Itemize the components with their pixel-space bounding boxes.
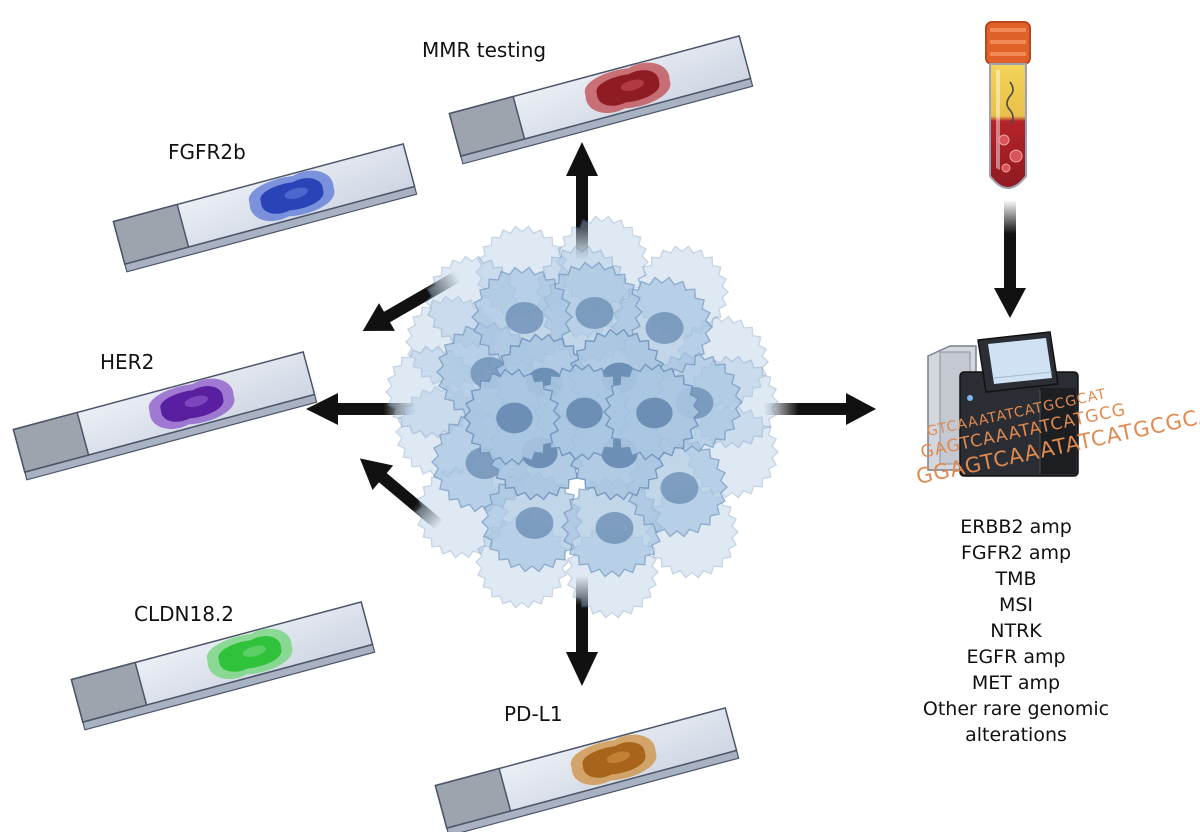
cell-nucleus [505, 302, 544, 334]
slide-fgfr2b [112, 143, 418, 273]
cell-nucleus [515, 507, 554, 539]
stain-highlight [284, 187, 308, 200]
alteration-item: alterations [965, 724, 1067, 746]
alteration-item: TMB [995, 568, 1037, 590]
tumor-cell-cluster [385, 215, 779, 619]
tumor-cell [602, 363, 702, 461]
alteration-item: ERBB2 amp [960, 516, 1072, 538]
blood-tube-icon [985, 21, 1031, 189]
slide-cldn [70, 601, 376, 731]
stain-highlight [242, 645, 266, 658]
arrow-to-mmr [566, 142, 598, 260]
sequencer-icon [927, 331, 1079, 477]
arrow-to-pdl1 [566, 576, 598, 686]
slide-frosted-end [112, 203, 190, 265]
cell-nucleus [660, 472, 699, 504]
slide-frosted-end [12, 411, 90, 473]
alteration-item: MET amp [971, 672, 1061, 694]
arrow-to-her2 [306, 393, 416, 425]
arrow-to-fgfr2b [362, 270, 462, 331]
arrow-to-cldn-shaft [359, 458, 444, 530]
arrows-group [306, 142, 1026, 686]
slide-label-mmr: MMR testing [422, 38, 547, 62]
alteration-item: EGFR amp [966, 646, 1066, 668]
slide-frosted-end [448, 95, 526, 157]
arrow-to-sequencer [764, 393, 876, 425]
slide-mmr [448, 35, 754, 165]
slide-label-fgfr2b: FGFR2b [168, 140, 246, 164]
cell-nucleus [575, 297, 614, 329]
tumor-cell [462, 368, 562, 466]
cell-nucleus [645, 312, 684, 344]
genomic-alterations-list: ERBB2 amp FGFR2 amp TMB MSI NTRK EGFR am… [892, 514, 1140, 748]
slide-label-her2: HER2 [100, 350, 155, 374]
alteration-item: MSI [998, 594, 1034, 616]
alteration-item: NTRK [990, 620, 1042, 642]
slide-label-cldn: CLDN18.2 [134, 602, 234, 626]
alteration-item: Other rare genomic [922, 698, 1110, 720]
slide-label-pdl1: PD-L1 [504, 702, 563, 726]
slide-her2 [12, 351, 318, 481]
slides-group [12, 35, 754, 832]
cell-nucleus [566, 397, 603, 429]
cell-nucleus [595, 512, 634, 544]
stain-highlight [620, 79, 644, 92]
tumor-cell [481, 471, 583, 573]
arrow-tube-to-sequencer [994, 200, 1026, 318]
stain-highlight [184, 395, 208, 408]
alteration-item: FGFR2 amp [960, 542, 1072, 564]
slide-pdl1 [434, 707, 740, 832]
slide-frosted-end [70, 661, 148, 723]
tumor-cell [532, 363, 632, 461]
stain-highlight [606, 751, 630, 764]
slide-frosted-end [434, 767, 512, 829]
cell-nucleus [496, 402, 533, 434]
cell-nucleus [636, 397, 673, 429]
